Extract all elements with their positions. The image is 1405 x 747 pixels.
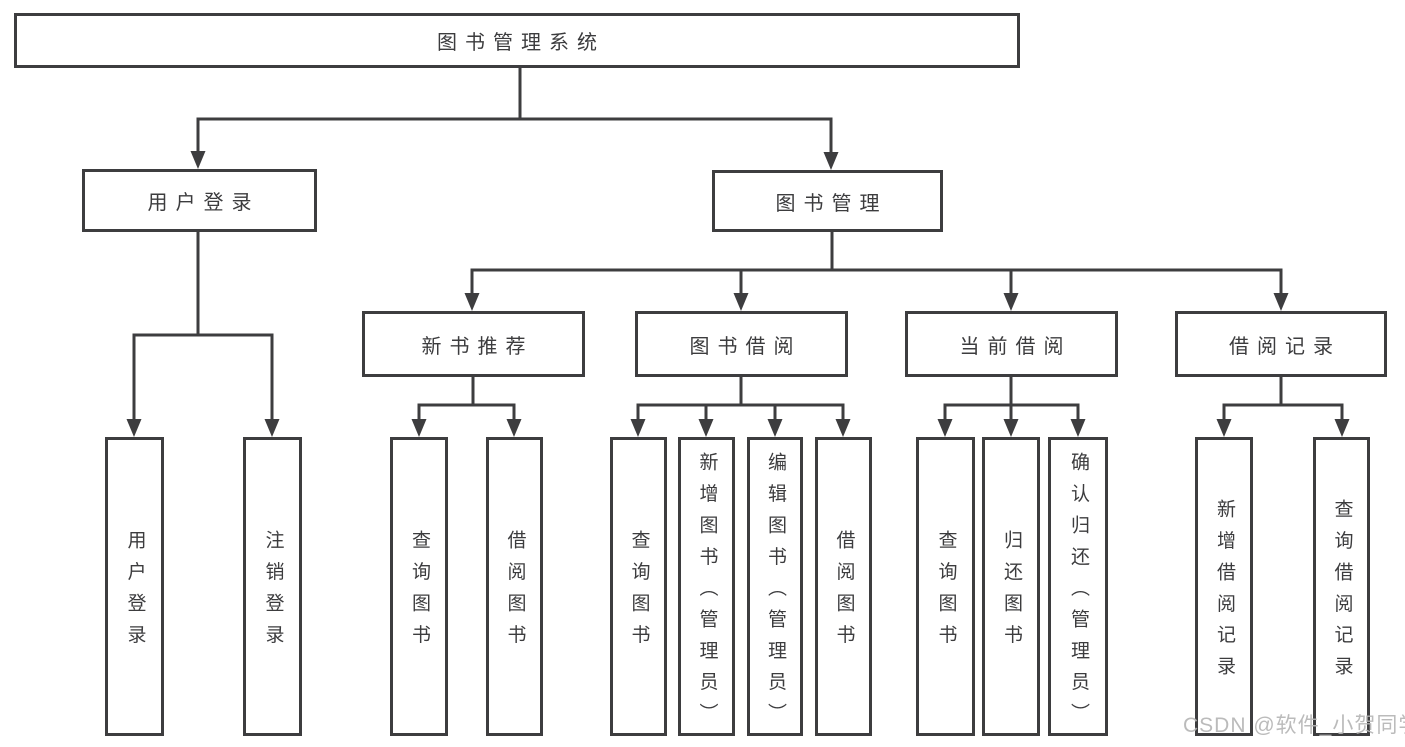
leaf-return-books: 归还图书 <box>982 437 1040 736</box>
leaf-query-books-borrow: 查询图书 <box>610 437 667 736</box>
leaf-query-borrow-record: 查询借阅记录 <box>1313 437 1370 736</box>
node-label: 新书推荐 <box>421 335 534 358</box>
leaf-label: 新增借阅记录 <box>1213 498 1235 687</box>
connector-borrow-records-children <box>1222 375 1344 423</box>
connector-new-book-recommend-children <box>417 375 516 423</box>
leaf-label: 新增图书（管理员） <box>696 451 718 734</box>
leaf-query-books-recommend: 查询图书 <box>390 437 448 736</box>
connector-current-borrow-children <box>943 375 1080 423</box>
leaf-label: 借阅图书 <box>833 529 855 656</box>
node-label: 图书借阅 <box>689 335 802 358</box>
arrowheads <box>126 151 1350 437</box>
node-library-management-system: 图书管理系统 <box>14 13 1020 68</box>
leaf-borrow-books-recommend: 借阅图书 <box>486 437 543 736</box>
leaf-borrow-books: 借阅图书 <box>815 437 872 736</box>
leaf-add-book-admin: 新增图书（管理员） <box>678 437 735 736</box>
node-label: 当前借阅 <box>959 335 1072 358</box>
connector-book-borrow-children <box>636 375 845 423</box>
leaf-confirm-return-admin: 确认归还（管理员） <box>1048 437 1108 736</box>
leaf-label: 编辑图书（管理员） <box>764 451 786 734</box>
leaf-label: 注销登录 <box>262 529 284 656</box>
node-current-borrow: 当前借阅 <box>905 311 1118 377</box>
leaf-label: 归还图书 <box>1000 529 1022 656</box>
node-label: 用户登录 <box>147 192 260 214</box>
csdn-watermark: CSDN @软件_小贺同学 <box>1183 714 1405 737</box>
leaf-label: 查询图书 <box>408 529 430 656</box>
leaf-user-login: 用户登录 <box>105 437 164 736</box>
node-book-management: 图书管理 <box>712 170 943 232</box>
node-borrow-records: 借阅记录 <box>1175 311 1387 377</box>
leaf-label: 确认归还（管理员） <box>1067 451 1089 734</box>
connector-user-login-children <box>132 230 274 423</box>
leaf-label: 查询图书 <box>628 529 650 656</box>
node-label: 借阅记录 <box>1229 335 1341 358</box>
leaf-label: 查询借阅记录 <box>1331 498 1353 687</box>
node-label: 图书管理 <box>775 192 888 215</box>
leaf-label: 查询图书 <box>935 529 957 656</box>
leaf-add-borrow-record: 新增借阅记录 <box>1195 437 1253 736</box>
leaf-label: 用户登录 <box>124 529 146 656</box>
leaf-edit-book-admin: 编辑图书（管理员） <box>747 437 803 736</box>
node-new-book-recommend: 新书推荐 <box>362 311 585 377</box>
node-book-borrow: 图书借阅 <box>635 311 848 377</box>
leaf-logout: 注销登录 <box>243 437 302 736</box>
leaf-label: 借阅图书 <box>504 529 526 656</box>
node-label: 图书管理系统 <box>437 32 605 54</box>
node-user-login: 用户登录 <box>82 169 317 232</box>
connector-root-to-level2 <box>196 66 833 156</box>
leaf-query-books-current: 查询图书 <box>916 437 975 736</box>
connector-book-management-children <box>470 230 1283 298</box>
